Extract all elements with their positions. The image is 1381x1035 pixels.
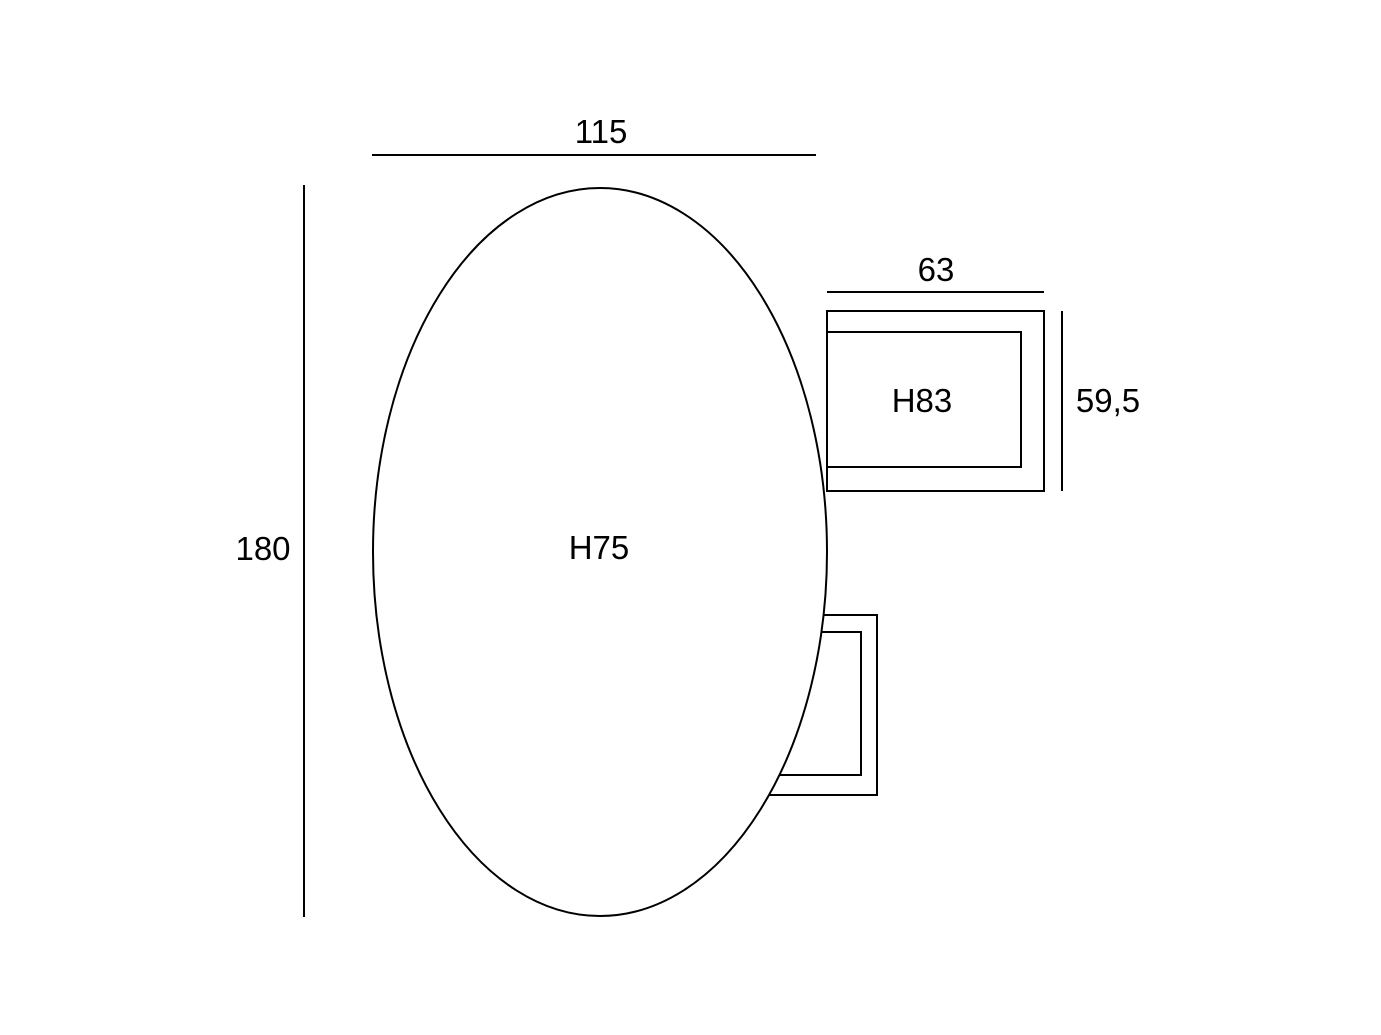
table-width-label: 115	[575, 113, 628, 150]
chair-height-label: H83	[892, 382, 953, 419]
table-height-label: H75	[569, 529, 630, 566]
table-length-dimension: 180	[235, 185, 305, 917]
table-width-dimension: 115	[372, 113, 816, 156]
upper-chair: H83	[826, 310, 1045, 492]
chair-width-dimension: 63	[827, 251, 1044, 293]
table-top-outline	[372, 187, 828, 917]
table-length-label: 180	[235, 530, 290, 567]
chair-depth-label: 59,5	[1076, 382, 1140, 419]
oval-table: H75	[372, 187, 828, 917]
chair-width-label: 63	[918, 251, 955, 288]
chair-depth-dimension: 59,5	[1061, 311, 1140, 491]
upper-chair-inner-frame	[826, 331, 1022, 468]
